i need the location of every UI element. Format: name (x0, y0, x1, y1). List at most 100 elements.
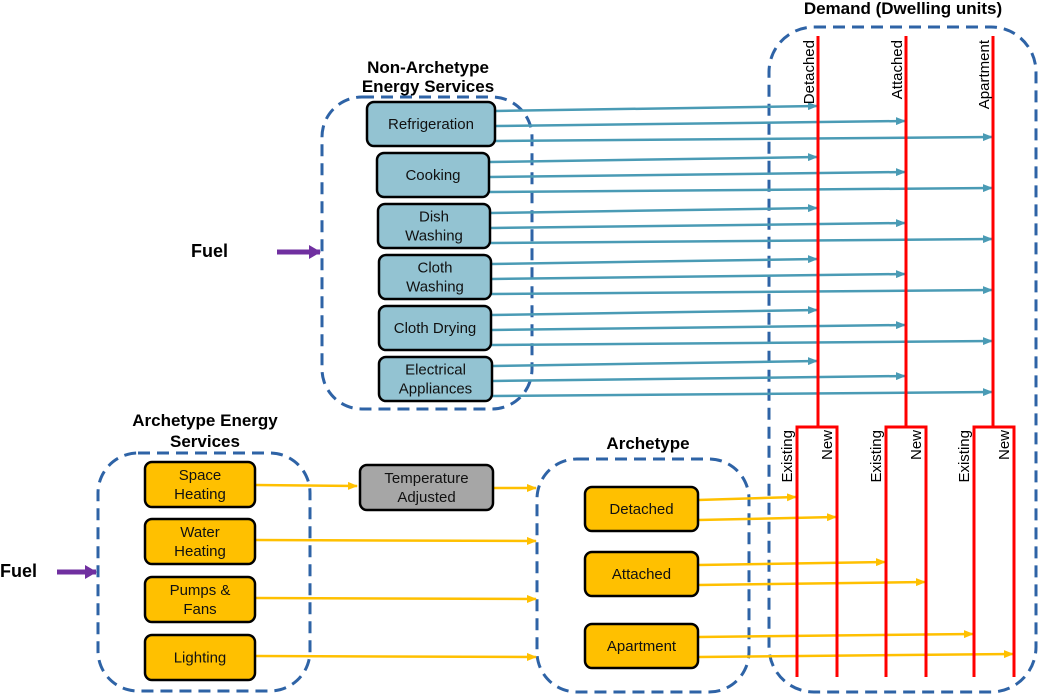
service-box-refrigeration: Refrigeration (365, 100, 497, 148)
flow-arrows (254, 102, 1014, 661)
archetype-box-attached: Attached (583, 550, 700, 598)
demand-type-label-apartment: Apartment (976, 39, 993, 109)
archetype-service-box-water-heating-label: Water (180, 524, 219, 541)
archetype-group-border (535, 457, 751, 694)
flow-cloth-drying-to-apartment (490, 337, 993, 347)
fuel-label-non-archetype: Fuel (191, 241, 228, 261)
service-box-dish-washing-shape (376, 202, 492, 250)
archetype-services-title-line2: Services (170, 432, 240, 451)
archetype-box-detached-shape (583, 485, 700, 533)
flow-attached-to-new (697, 578, 926, 587)
flow-detached-to-new (697, 513, 837, 522)
non-archetype-title-line2: Energy Services (362, 77, 494, 96)
temperature-adjusted-box-label: Adjusted (397, 489, 455, 506)
flow-cloth-drying-to-detached (490, 306, 818, 317)
flow-cloth-washing-to-attached (490, 270, 906, 281)
flow-water-heating-to-archetype (254, 536, 537, 545)
service-box-refrigeration-label: Refrigeration (388, 116, 474, 133)
vintage-label-new-attached: New (908, 430, 925, 460)
archetype-service-box-water-heating-shape (143, 517, 257, 566)
flow-pumps-fans-to-archetype (254, 594, 537, 603)
archetype-service-box-pumps-fans-label: Fans (183, 601, 216, 618)
service-box-cloth-drying-shape (377, 304, 493, 352)
archetype-service-box-pumps-fans-label: Pumps & (170, 582, 231, 599)
flow-dish-washing-to-apartment (489, 235, 993, 245)
service-box-electrical-appliances-label: Electrical (405, 362, 466, 379)
archetype-title: Archetype (606, 434, 689, 453)
service-box-cloth-drying-label: Cloth Drying (394, 320, 477, 337)
service-box-cloth-washing-label: Washing (406, 279, 464, 296)
demand-split-apartment (972, 425, 1016, 677)
service-box-cloth-washing-shape (377, 253, 493, 301)
flow-cooking-to-apartment (488, 184, 993, 194)
demand-type-label-attached: Attached (889, 40, 906, 99)
archetype-service-box-pumps-fans-shape (143, 575, 257, 624)
demand-split-detached (795, 425, 839, 677)
flow-refrigeration-to-attached (494, 117, 906, 128)
flow-cooking-to-detached (488, 153, 818, 164)
non-archetype-group-border (320, 95, 534, 411)
fuel-label-archetype: Fuel (0, 561, 37, 581)
vintage-label-new-detached: New (819, 430, 836, 460)
service-box-refrigeration-shape (365, 100, 497, 148)
flow-attached-to-existing (697, 558, 886, 567)
archetype-box-detached-label: Detached (609, 501, 673, 518)
archetype-box-attached-label: Attached (612, 566, 671, 583)
flow-cloth-washing-to-apartment (490, 286, 993, 296)
flow-cooking-to-attached (488, 168, 906, 179)
flow-dish-washing-to-attached (489, 219, 906, 230)
archetype-box-apartment-shape (583, 622, 700, 670)
flow-apartment-to-new (697, 650, 1014, 659)
archetype-box-apartment-label: Apartment (607, 638, 677, 655)
archetype-service-box-water-heating-label: Heating (174, 543, 226, 560)
archetype-service-box-lighting-label: Lighting (174, 650, 227, 667)
service-box-electrical-appliances-shape (377, 355, 494, 403)
archetype-service-box-pumps-fans: Pumps & Fans (143, 575, 257, 624)
flow-space-heating-to-temperature-adjusted (254, 481, 358, 490)
temperature-adjusted-box-label: Temperature (384, 470, 468, 487)
flow-electrical-appliances-to-attached (491, 372, 906, 383)
archetype-box-apartment: Apartment (583, 622, 700, 670)
demand-lines (795, 36, 1016, 677)
vintage-label-existing-attached: Existing (868, 430, 885, 483)
service-box-cooking-label: Cooking (405, 167, 460, 184)
boxes: RefrigerationCookingDishWashingClothWash… (143, 100, 700, 682)
service-box-cooking-shape (375, 151, 491, 199)
archetype-service-box-space-heating-shape (143, 460, 257, 509)
demand-type-label-detached: Detached (801, 40, 818, 104)
service-box-dish-washing-label: Washing (405, 228, 463, 245)
flow-electrical-appliances-to-detached (491, 357, 818, 368)
archetype-box-attached-shape (583, 550, 700, 598)
service-box-cooking: Cooking (375, 151, 491, 199)
archetype-services-title-line1: Archetype Energy (132, 411, 278, 430)
archetype-services-group-border (96, 451, 312, 693)
archetype-service-box-lighting: Lighting (143, 633, 257, 682)
flow-refrigeration-to-apartment (494, 133, 993, 143)
demand-title: Demand (Dwelling units) (804, 0, 1002, 18)
flow-lighting-to-archetype (254, 652, 537, 661)
service-box-electrical-appliances-label: Appliances (399, 381, 472, 398)
flow-refrigeration-to-detached (494, 102, 818, 113)
flow-cloth-washing-to-detached (490, 255, 818, 266)
service-box-dish-washing-label: Dish (419, 209, 449, 226)
flow-dish-washing-to-detached (489, 204, 818, 215)
demand-split-attached (884, 425, 928, 677)
flow-detached-to-existing (697, 493, 797, 502)
archetype-service-box-space-heating-label: Space (179, 467, 222, 484)
service-box-cloth-washing-label: Cloth (417, 260, 452, 277)
temperature-adjusted-box-shape (358, 463, 495, 512)
service-box-cloth-drying: Cloth Drying (377, 304, 493, 352)
demand-group-border (767, 25, 1038, 694)
vintage-label-new-apartment: New (996, 430, 1013, 460)
vintage-label-existing-detached: Existing (779, 430, 796, 483)
flow-electrical-appliances-to-apartment (491, 388, 993, 398)
vintage-label-existing-apartment: Existing (956, 430, 973, 483)
